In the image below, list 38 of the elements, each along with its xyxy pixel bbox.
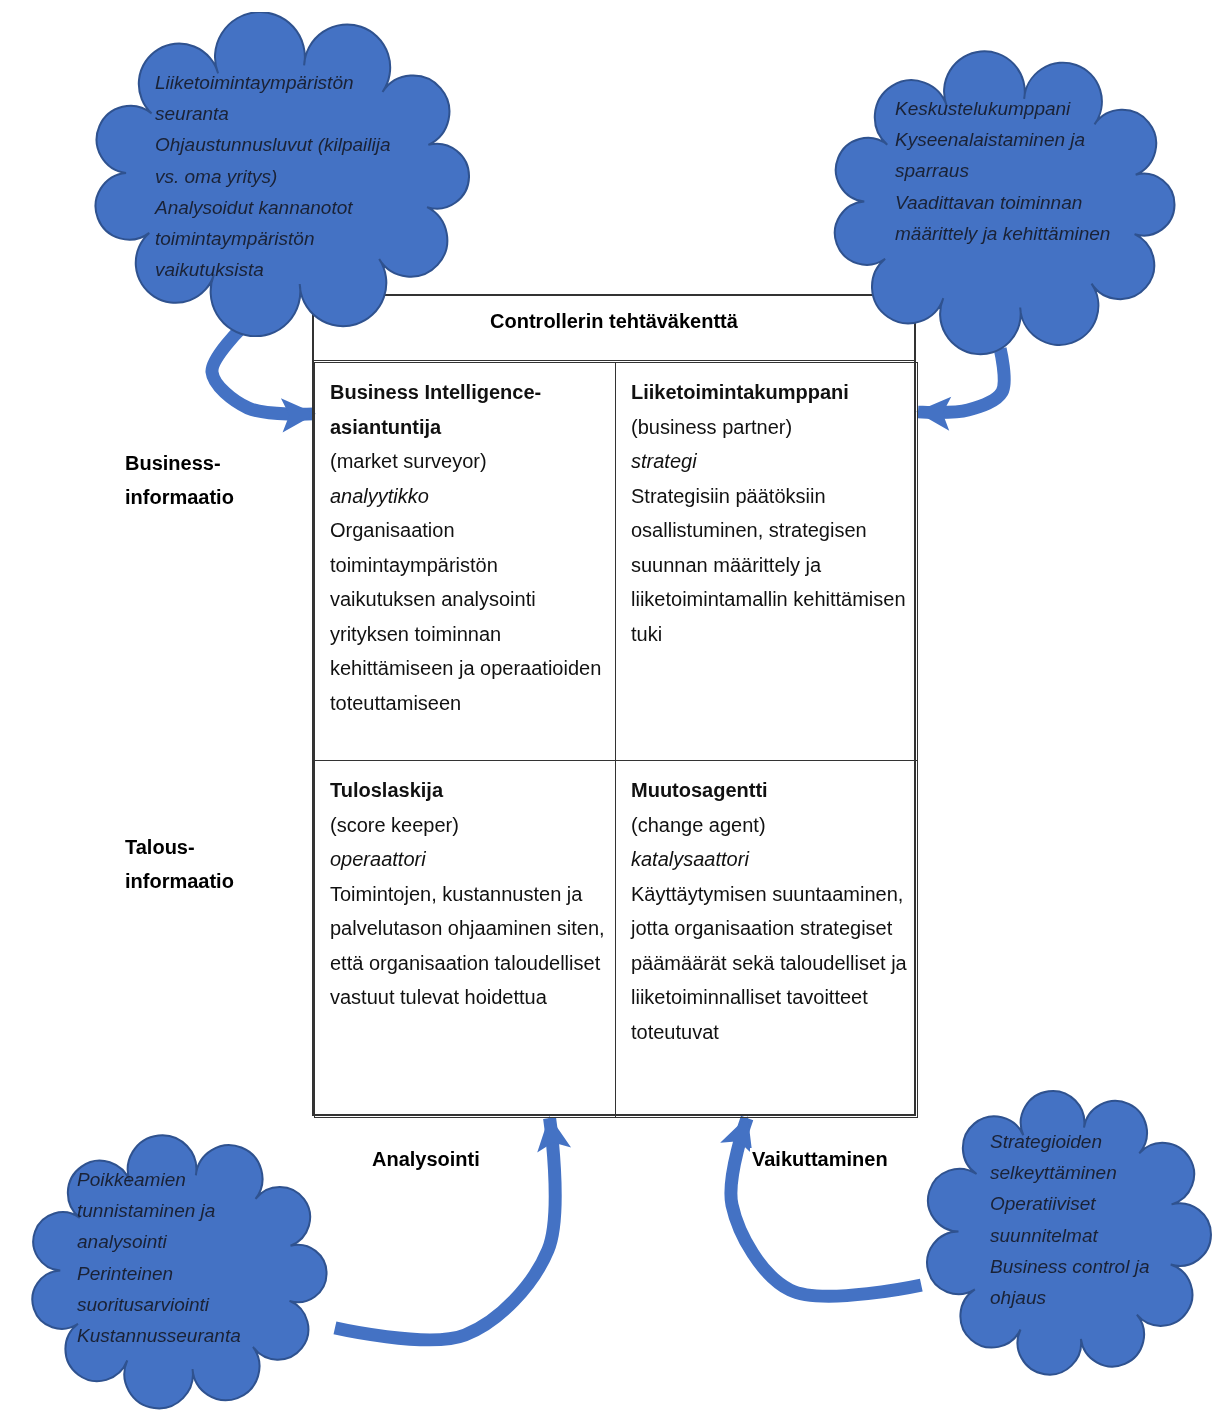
role-type: katalysaattori bbox=[631, 847, 751, 872]
cloud-text: Poikkeamien tunnistaminen ja analysointi bbox=[77, 1168, 217, 1255]
cloud-text: Kustannusseuranta bbox=[77, 1324, 242, 1348]
role-title: Business Intelligence-asiantuntija bbox=[330, 380, 543, 440]
curved-arrow bbox=[720, 1115, 923, 1303]
cloud-text: Kyseenalaistaminen ja sparraus bbox=[895, 128, 1087, 184]
role-description: Toimintojen, kustannusten ja palvelutason ohjaaminen siten, että organisaation taloudelliset vastuut tulevat hoidettua bbox=[330, 881, 605, 1010]
role-type: operaattori bbox=[330, 847, 427, 872]
cloud-text: Business control ja ohjaus bbox=[990, 1254, 1151, 1310]
role-cell bbox=[615, 760, 918, 1118]
role-title: Muutosagentti bbox=[631, 778, 769, 803]
edge-label: Analysointi bbox=[370, 1148, 482, 1171]
cloud-text: Operatiiviset suunnitelmat bbox=[990, 1192, 1100, 1248]
role-cell bbox=[314, 760, 616, 1118]
role-english-name: (business partner) bbox=[631, 414, 794, 440]
cloud-text: Perinteinen suoritusarviointi bbox=[77, 1261, 211, 1317]
role-english-name: (change agent) bbox=[631, 812, 767, 838]
row-label: Business-informaatio bbox=[125, 451, 235, 510]
role-english-name: (market surveyor) bbox=[330, 449, 488, 474]
cloud-text: Ohjaustunnusluvut (kilpailija vs. oma yritys) bbox=[155, 133, 392, 189]
role-cell bbox=[314, 362, 616, 761]
role-title: Tuloslaskija bbox=[330, 778, 445, 803]
role-cell bbox=[615, 362, 918, 761]
role-type: analyytikko bbox=[330, 483, 430, 509]
row-label: Talous-informaatio bbox=[125, 835, 235, 894]
cloud-text: Liiketoimintaympäristön seuranta bbox=[155, 71, 355, 127]
cloud-text: Strategioiden selkeyttäminen bbox=[990, 1130, 1118, 1186]
role-description: Käyttäytymisen suuntaaminen, jotta organisaation strategiset päämäärät sekä taloudelliset ja liiketoiminnalliset tavoitteet toteutuvat bbox=[631, 881, 907, 1045]
cloud-text: Analysoidut kannanotot toimintaympäristön vaikutuksista bbox=[155, 195, 354, 283]
table-heading: Controllerin tehtäväkenttä bbox=[489, 310, 739, 333]
cloud-text: Vaadittavan toiminnan määrittely ja kehittäminen bbox=[895, 190, 1112, 246]
role-title: Liiketoimintakumppani bbox=[631, 380, 850, 405]
role-type: strategi bbox=[631, 449, 698, 474]
curved-arrow bbox=[333, 1116, 571, 1347]
role-description: Organisaation toimintaympäristön vaikutuksen analysointi yrityksen toiminnan kehittämiseen ja operaatioiden toteuttamiseen bbox=[330, 518, 603, 716]
cloud-text: Keskustelukumppani bbox=[895, 97, 1072, 121]
role-description: Strategisiin päätöksiin osallistuminen, strategisen suunnan määrittely ja liiketoimintamallin kehittämisen tuki bbox=[631, 483, 907, 647]
role-english-name: (score keeper) bbox=[330, 812, 460, 838]
